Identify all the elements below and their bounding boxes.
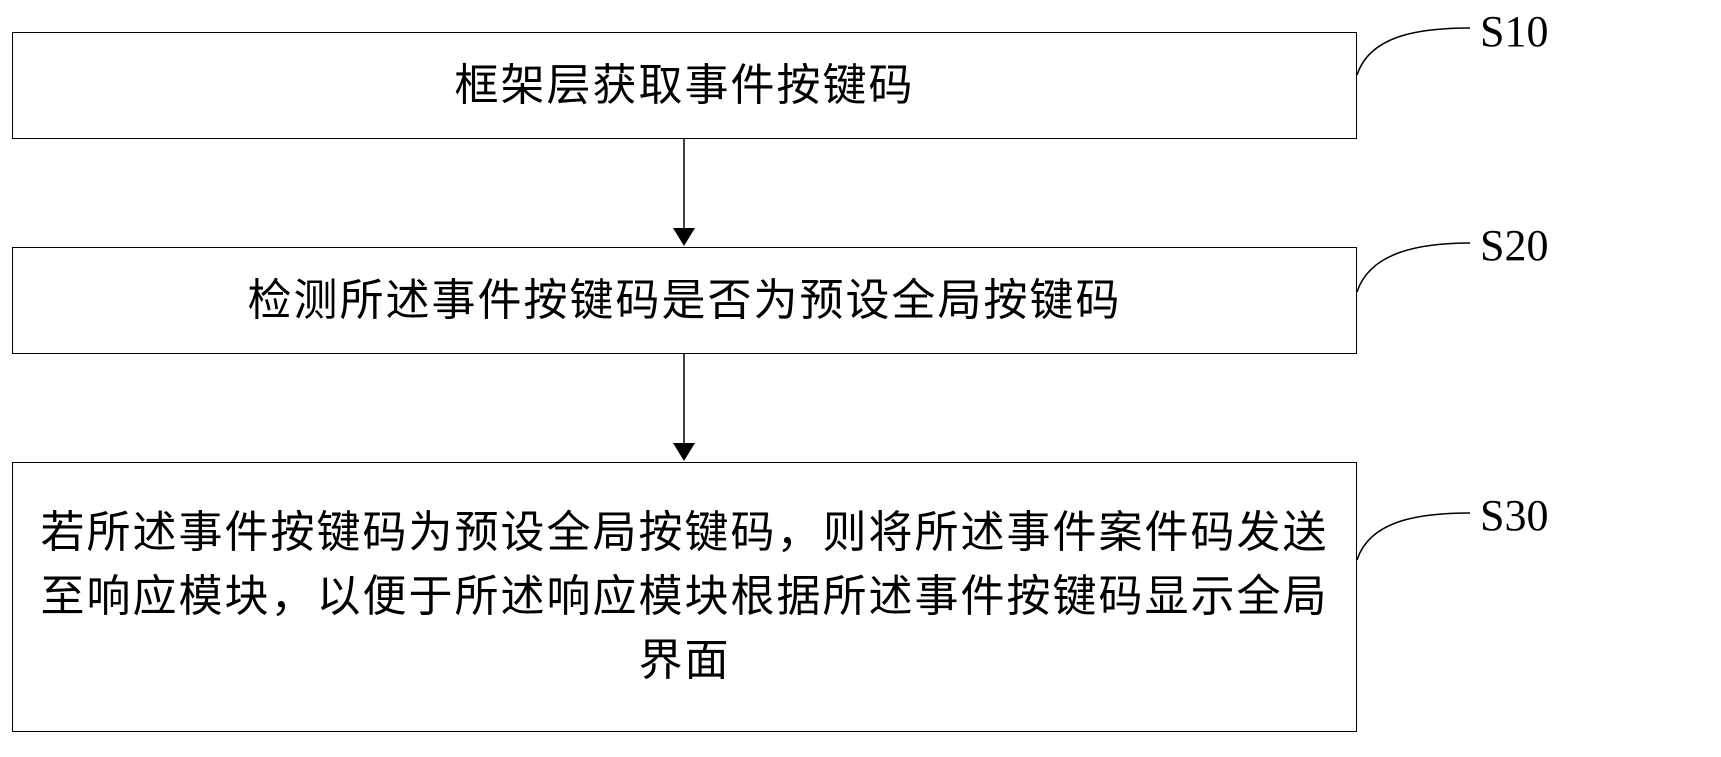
step-label-s10: S10 — [1480, 7, 1549, 56]
leader-curve-s30 — [1356, 512, 1471, 561]
arrowhead-s30 — [673, 443, 695, 461]
arrowhead-s20 — [673, 228, 695, 246]
step-label-s30: S30 — [1480, 491, 1549, 540]
step-box-s10: 框架层获取事件按键码 — [12, 32, 1357, 139]
step-box-s30: 若所述事件按键码为预设全局按键码，则将所述事件案件码发送至响应模块，以便于所述响… — [12, 462, 1357, 732]
step-text-s10: 框架层获取事件按键码 — [454, 59, 915, 111]
step-text-s20: 检测所述事件按键码是否为预设全局按键码 — [247, 274, 1122, 326]
step-label-s20: S20 — [1480, 221, 1549, 270]
step-text-s30: 若所述事件按键码为预设全局按键码，则将所述事件案件码发送至响应模块，以便于所述响… — [40, 507, 1329, 686]
leader-curve-s20 — [1356, 242, 1471, 293]
step-box-s20: 检测所述事件按键码是否为预设全局按键码 — [12, 247, 1357, 354]
leader-curve-s10 — [1356, 27, 1471, 76]
